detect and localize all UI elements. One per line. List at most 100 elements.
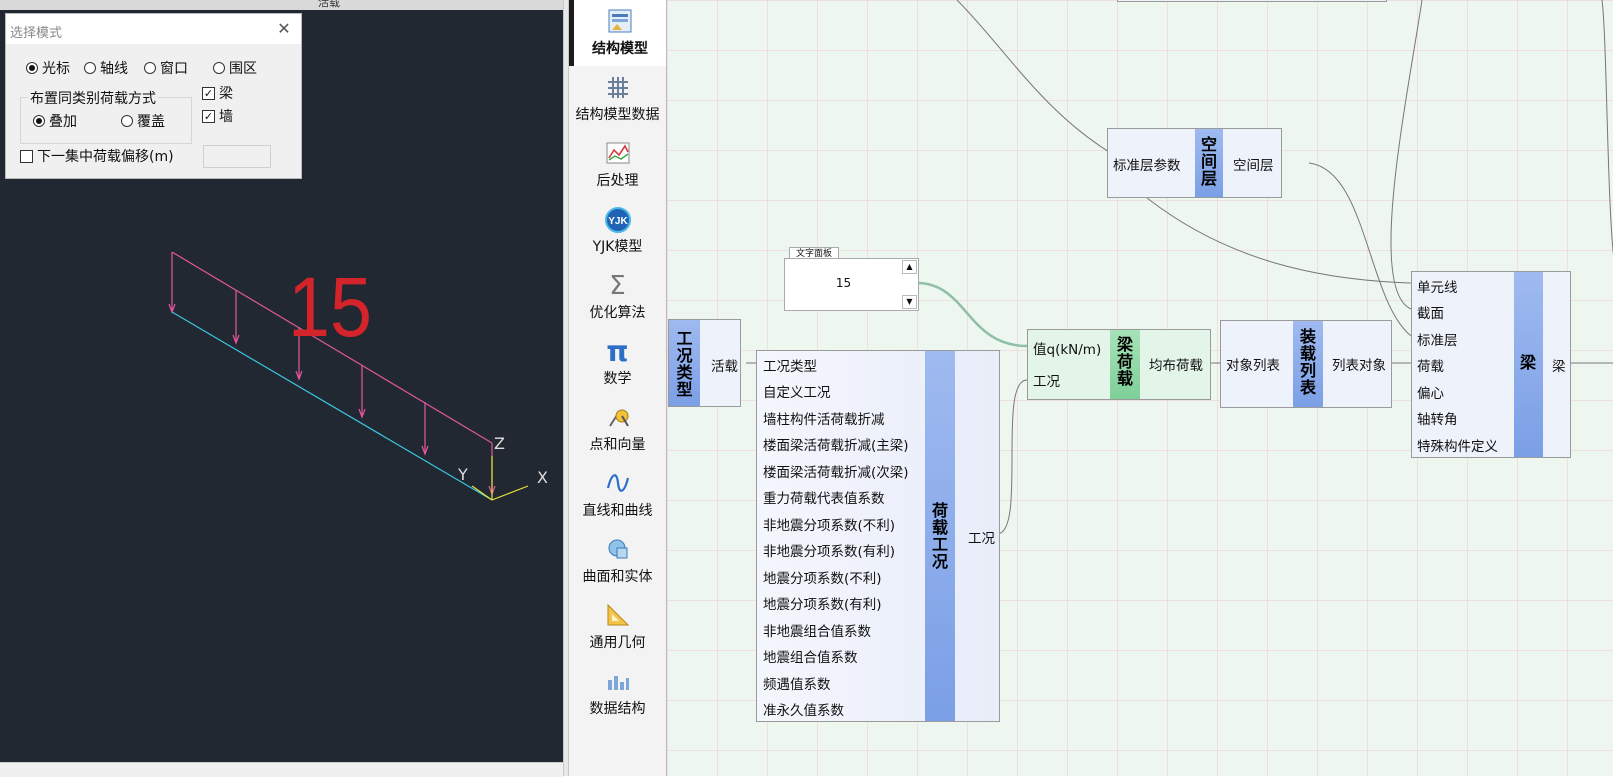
mode-radio-axis[interactable]: 轴线 (84, 58, 128, 78)
beam-line (171, 311, 493, 501)
palette-item-data-structure[interactable]: 数据结构 (569, 660, 666, 726)
mode-radio-cursor[interactable]: 光标 (26, 58, 70, 78)
port-input-standard-floor[interactable]: 标准层参数 (1113, 158, 1181, 174)
node-text-panel[interactable]: 文字面板 15 ▲ ▼ (784, 247, 919, 311)
radio-override[interactable]: 覆盖 (121, 111, 165, 131)
data-structure-icon (569, 668, 666, 698)
port-input[interactable]: 墙柱构件活荷载折减 (763, 412, 885, 428)
axis-x-label: X (537, 468, 548, 487)
port-input[interactable]: 标准层 (1417, 333, 1458, 349)
node-title-bar (1514, 272, 1543, 457)
port-input[interactable]: 非地震分项系数(有利) (763, 544, 896, 560)
node-offscreen-top[interactable] (1117, 0, 1387, 2)
radio-icon (213, 62, 225, 74)
port-input[interactable]: 地震组合值系数 (763, 650, 858, 666)
palette-item-optimization[interactable]: Σ 优化算法 (569, 264, 666, 330)
port-input-value-q[interactable]: 值q(kN/m) (1033, 342, 1102, 358)
port-input[interactable]: 截面 (1417, 306, 1444, 322)
radio-icon (26, 62, 38, 74)
node-space-layer[interactable]: 空间层 标准层参数 空间层 (1107, 128, 1282, 198)
port-input[interactable]: 地震分项系数(不利) (763, 571, 882, 587)
radio-superpose[interactable]: 叠加 (33, 111, 77, 131)
load-value-text: 15 (288, 260, 372, 354)
text-panel-body[interactable]: 15 ▲ ▼ (784, 258, 919, 311)
node-title-bar (925, 351, 955, 721)
port-input[interactable]: 频遇值系数 (763, 677, 831, 693)
surface-solid-icon (569, 536, 666, 566)
wire-top-to-space-layer (956, 0, 1129, 164)
port-input[interactable]: 特殊构件定义 (1417, 439, 1498, 455)
palette-item-math[interactable]: π 数学 (569, 330, 666, 396)
text-panel-tag: 文字面板 (789, 247, 840, 260)
port-output-list-object[interactable]: 列表对象 (1332, 358, 1386, 374)
sigma-icon: Σ (609, 271, 626, 301)
node-beam[interactable]: 梁 单元线 截面 标准层 荷载 偏心 轴转角 特殊构件定义 梁 (1411, 271, 1571, 458)
node-title-bar (1293, 321, 1323, 407)
component-palette: 结构模型 结构模型数据 后处理 YJK YJK模型 Σ 优化算法 π 数学 点和… (569, 0, 667, 776)
radio-icon (121, 115, 133, 127)
port-output-load-case[interactable]: 工况 (968, 531, 995, 547)
node-load-case-type-title: 工况类型 (676, 329, 693, 399)
palette-item-structure-data[interactable]: 结构模型数据 (569, 66, 666, 132)
close-icon[interactable]: ✕ (277, 19, 291, 38)
port-input[interactable]: 非地震分项系数(不利) (763, 518, 896, 534)
panel-splitter[interactable] (563, 0, 569, 776)
port-input[interactable]: 重力荷载代表值系数 (763, 491, 885, 507)
node-graph-canvas[interactable]: 工况类型 活载 荷载工况 工况类型 自定义工况 墙柱构件活荷载折减 楼面梁活荷载… (666, 0, 1613, 776)
port-input[interactable]: 偏心 (1417, 386, 1444, 402)
port-input[interactable]: 轴转角 (1417, 412, 1458, 428)
node-beam-load[interactable]: 梁荷载 值q(kN/m) 工况 均布荷载 (1027, 329, 1211, 400)
offset-checkbox[interactable]: 下一集中荷载偏移(m) (20, 146, 174, 166)
node-assemble-list[interactable]: 装载列表 对象列表 列表对象 (1220, 320, 1392, 408)
mode-radio-fence[interactable]: 围区 (213, 58, 257, 78)
pi-icon: π (606, 335, 629, 368)
port-output-live-load[interactable]: 活载 (711, 359, 738, 375)
port-input[interactable]: 楼面梁活荷载折减(主梁) (763, 438, 909, 454)
svg-text:YJK: YJK (608, 216, 628, 227)
node-title-bar (1195, 129, 1223, 197)
palette-item-yjk-model[interactable]: YJK YJK模型 (569, 198, 666, 264)
port-output-uniform-load[interactable]: 均布荷载 (1149, 358, 1203, 374)
port-output-space-layer[interactable]: 空间层 (1233, 158, 1274, 174)
curve-icon (569, 470, 666, 500)
palette-item-surface-solid[interactable]: 曲面和实体 (569, 528, 666, 594)
port-input[interactable]: 非地震组合值系数 (763, 624, 871, 640)
node-title-bar (1110, 330, 1140, 399)
palette-item-general-geometry[interactable]: 通用几何 (569, 594, 666, 660)
port-input[interactable]: 工况类型 (763, 359, 817, 375)
port-input[interactable]: 楼面梁活荷载折减(次梁) (763, 465, 909, 481)
connection-wires (746, 0, 1613, 535)
port-input[interactable]: 荷载 (1417, 359, 1444, 375)
palette-item-postprocess[interactable]: 后处理 (569, 132, 666, 198)
port-input[interactable]: 单元线 (1417, 280, 1458, 296)
beam-checkbox[interactable]: ✓梁 (202, 86, 233, 102)
dialog-titlebar[interactable]: 选择模式 ✕ (6, 14, 301, 44)
port-input-load-case[interactable]: 工况 (1033, 374, 1060, 390)
scroll-down-icon[interactable]: ▼ (902, 295, 917, 309)
radio-icon (33, 115, 45, 127)
palette-item-point-vector[interactable]: 点和向量 (569, 396, 666, 462)
port-input[interactable]: 地震分项系数(有利) (763, 597, 882, 613)
load-top-line (171, 251, 493, 444)
wire-top-right-to-beam-section (1390, 0, 1423, 310)
port-output-beam[interactable]: 梁 (1552, 359, 1566, 375)
node-assemble-list-title: 装载列表 (1299, 327, 1316, 397)
dialog-title: 选择模式 (10, 26, 63, 41)
viewport-top-label: 活载 (318, 0, 340, 9)
node-load-case-title: 荷载工况 (931, 501, 948, 571)
palette-item-structure-model[interactable]: 结构模型 (569, 0, 666, 66)
port-input[interactable]: 自定义工况 (763, 385, 831, 401)
scroll-up-icon[interactable]: ▲ (902, 260, 917, 274)
palette-item-line-curve[interactable]: 直线和曲线 (569, 462, 666, 528)
node-load-case-type[interactable]: 工况类型 活载 (668, 319, 741, 407)
model-3d-viewport[interactable]: 活载 15 Z Y X 选择模式 ✕ (0, 0, 563, 762)
port-input-object-list[interactable]: 对象列表 (1226, 358, 1280, 374)
mode-radio-window[interactable]: 窗口 (144, 58, 188, 78)
wire-top-far-right (1601, 0, 1613, 256)
wall-checkbox[interactable]: ✓墙 (202, 109, 233, 125)
offset-input[interactable] (203, 145, 271, 168)
port-input[interactable]: 准永久值系数 (763, 703, 844, 719)
node-load-case[interactable]: 荷载工况 工况类型 自定义工况 墙柱构件活荷载折减 楼面梁活荷载折减(主梁) 楼… (756, 350, 1000, 722)
structure-model-icon (574, 8, 666, 38)
viewport-horizontal-scrollbar[interactable] (0, 762, 563, 777)
